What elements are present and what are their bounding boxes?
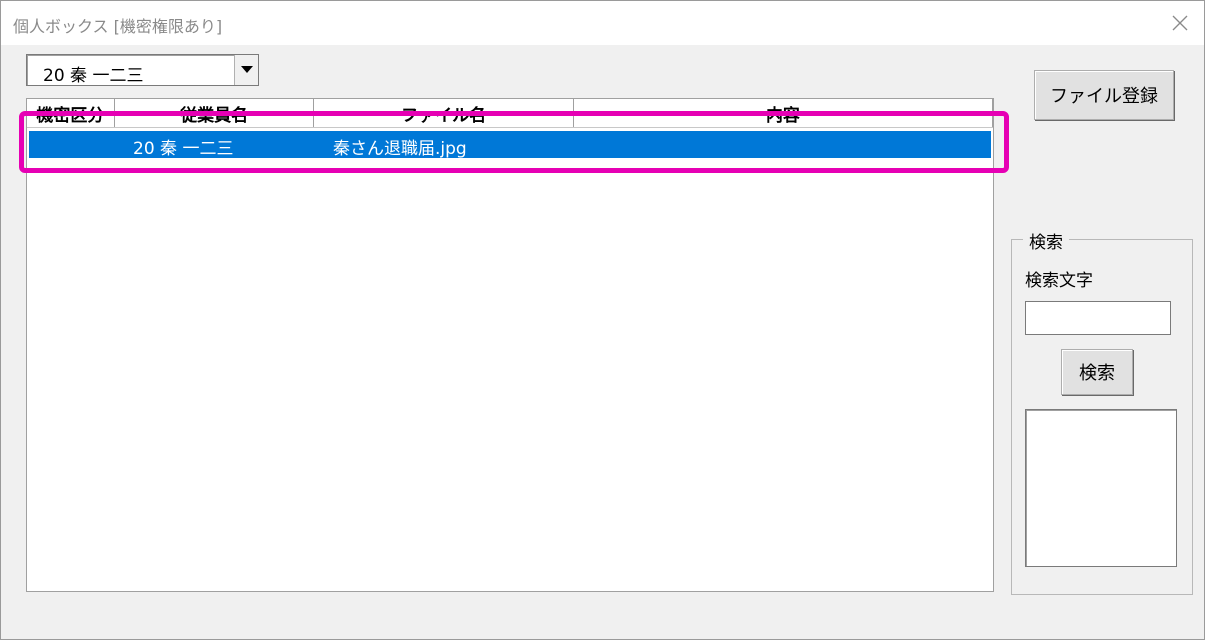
employee-combo-value: 20 秦 一二三 bbox=[43, 66, 144, 86]
combo-dropdown-button[interactable] bbox=[234, 55, 258, 85]
title-bar: 個人ボックス [機密権限あり] bbox=[1, 1, 1204, 45]
search-results-list[interactable] bbox=[1025, 409, 1177, 567]
chevron-down-icon bbox=[240, 66, 253, 73]
search-button[interactable]: 検索 bbox=[1061, 349, 1133, 395]
column-header-employee[interactable]: 従業員名 bbox=[115, 99, 315, 127]
employee-combo[interactable]: 20 秦 一二三 bbox=[26, 54, 259, 86]
close-icon bbox=[1172, 15, 1188, 31]
search-group-legend: 検索 bbox=[1023, 228, 1069, 253]
search-input[interactable] bbox=[1025, 301, 1171, 335]
register-file-button[interactable]: ファイル登録 bbox=[1034, 70, 1174, 120]
table-row[interactable]: 20 秦 一二三 秦さん退職届.jpg bbox=[28, 130, 992, 159]
search-text-label: 検索文字 bbox=[1025, 271, 1093, 291]
column-header-classification[interactable]: 機密区分 bbox=[27, 99, 115, 127]
window-title: 個人ボックス [機密権限あり] bbox=[13, 17, 223, 36]
close-button[interactable] bbox=[1162, 5, 1198, 41]
row-employee: 20 秦 一二三 bbox=[133, 139, 234, 159]
list-header: 機密区分 従業員名 ファイル名 内容 bbox=[27, 99, 993, 128]
row-filename: 秦さん退職届.jpg bbox=[333, 139, 467, 159]
search-group bbox=[1011, 239, 1193, 595]
file-list[interactable]: 機密区分 従業員名 ファイル名 内容 20 秦 一二三 秦さん退職届.jpg bbox=[26, 98, 994, 592]
column-header-filename[interactable]: ファイル名 bbox=[314, 99, 574, 127]
column-header-content[interactable]: 内容 bbox=[574, 99, 993, 127]
